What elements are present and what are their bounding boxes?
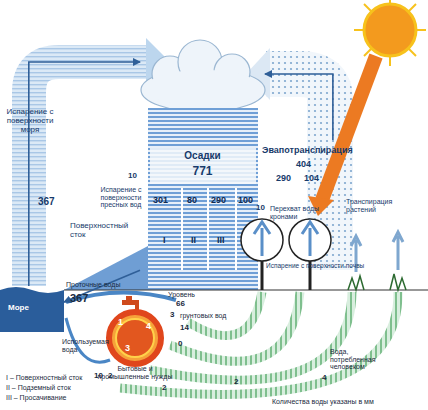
annotation-label: Транспирация растений <box>346 198 402 213</box>
ground-line <box>64 289 428 290</box>
household-use-node: Бытовые и промышленные нужды <box>106 309 164 367</box>
annotation-label: Проточные воды <box>66 281 120 289</box>
callout-number: 1 <box>118 318 123 328</box>
flow-connector <box>29 62 140 286</box>
node-text: 771 <box>140 165 265 178</box>
precipitation-column <box>148 108 258 290</box>
annotation-label: Количества воды указаны в мм <box>272 398 374 406</box>
annotation-label: грунтовых вод <box>180 312 226 320</box>
sea-shape <box>0 287 64 332</box>
node-text: Море <box>8 304 29 313</box>
column-dividers <box>182 188 236 270</box>
solar-energy-beam <box>322 56 376 200</box>
annotation-label: Используемая вода <box>62 338 106 353</box>
annotation-label: Испарение с поверхности пресных вод <box>96 186 146 209</box>
callout-number: 100 <box>238 196 253 206</box>
callout-number: 14 <box>180 324 189 333</box>
cloud-symbol <box>141 40 265 112</box>
connector-label: Поверхностный сток <box>70 222 140 240</box>
callout-number: I <box>163 236 166 246</box>
node-text: Осадки <box>140 150 265 161</box>
node-text: Бытовые и промышленные нужды <box>92 365 178 380</box>
callout-number: 4 <box>146 322 151 332</box>
callout-number: 290 <box>211 196 226 206</box>
callout-number: II <box>191 236 196 246</box>
annotation-label: Уровень <box>168 291 195 299</box>
callout-number: 10 <box>128 172 137 181</box>
callout-number: 404 <box>296 160 311 170</box>
annotation-label: Вода, потребленная человеком <box>330 348 392 371</box>
connector-label: 367 <box>38 196 55 207</box>
annotation-label: Испарение с поверхности моря <box>6 108 54 134</box>
callout-number: 66 <box>176 300 185 309</box>
callout-number: 4 <box>322 374 326 383</box>
callout-number: 10 <box>256 204 265 213</box>
ground-area <box>64 290 428 410</box>
callout-number: 2 <box>108 372 112 381</box>
callout-number: 3 <box>170 311 174 320</box>
callout-number: III <box>217 236 225 246</box>
sea-evaporation-band <box>29 62 148 286</box>
precipitation-node: Осадки 771 <box>140 44 265 290</box>
callout-number: 290 <box>276 174 291 184</box>
sea-node: Море <box>0 286 64 332</box>
annotation-label: Испарение с поверхности почвы <box>266 262 364 269</box>
callout-number: 104 <box>304 174 319 184</box>
household-use-node-outline <box>106 309 164 367</box>
sun-symbol <box>354 0 426 66</box>
callout-number: 301 <box>153 196 168 206</box>
legend-entry: III – Просачивание <box>6 394 66 402</box>
callout-number: 10 <box>94 372 103 381</box>
tree-symbols <box>241 219 406 290</box>
usage-loop-circle <box>109 312 161 364</box>
annotation-label: Перехват воды кронами <box>270 205 324 220</box>
callout-number: 367 <box>70 292 88 304</box>
callout-number: 0 <box>178 340 182 349</box>
callout-number: 80 <box>187 196 197 206</box>
legend-entry: II – Подземный сток <box>6 384 71 392</box>
flow-connector <box>265 74 333 140</box>
usage-loop-inner <box>116 319 154 357</box>
callout-number: 2 <box>162 384 166 393</box>
callout-number: 2 <box>234 378 238 387</box>
node-text: Эвапотранспирация <box>262 146 353 156</box>
callout-number: 3 <box>125 344 130 354</box>
legend-entry: I – Поверхностный сток <box>6 374 82 382</box>
tap-symbol <box>122 296 139 310</box>
